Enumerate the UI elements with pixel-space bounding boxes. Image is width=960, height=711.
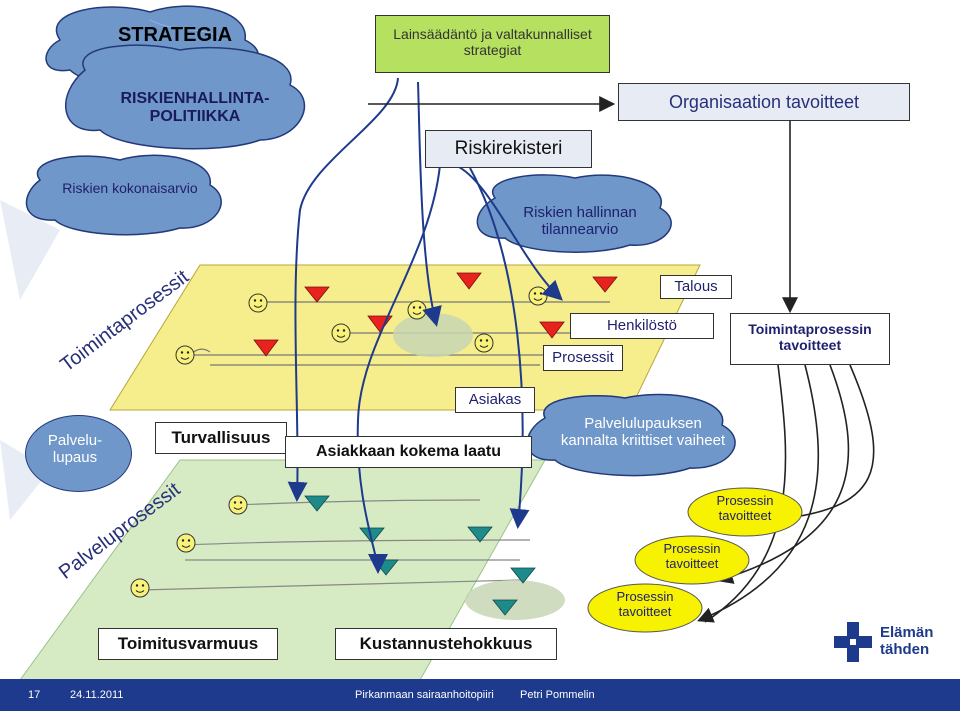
henkilosto-box: Henkilöstö [570,313,714,339]
smiley-icon [176,533,196,553]
teal-triangles [304,495,536,616]
organisaation-tavoitteet-box: Organisaation tavoitteet [618,83,910,121]
smiley-icon [130,578,150,598]
critical-triangle-icon [359,527,385,544]
prosessit-box: Prosessit [543,345,623,371]
smiley-icon [528,286,548,306]
prosessin-tavoitteet-label: Prosessin tavoitteet [716,493,774,523]
smiley-icon [331,323,351,343]
politiikka-label: RISKIENHALLINTA-POLITIIKKA [120,90,270,126]
kriittiset-cloud [526,393,736,477]
prosessin-tavoitteet-ellipse [634,535,750,585]
tilannearvio-cloud [476,174,672,253]
turvallisuus-box: Turvallisuus [155,422,287,454]
asiakas-box: Asiakas [455,387,535,413]
risk-triangle-icon [539,321,565,339]
risk-triangle-icon [592,276,618,293]
palvelulupaus-label: Palvelu-lupaus [47,432,103,467]
kriittiset-vaiheet-label: Palvelulupauksen kannalta kriittiset vai… [560,415,726,450]
riskirekisteri-box: Riskirekisteri [425,130,592,168]
risk-triangle-icon [304,286,330,303]
footer-organization: Pirkanmaan sairaanhoitopiiri [355,689,494,701]
kokonaisarvio-cloud [25,154,222,236]
footer-bar: 17 24.11.2011 Pirkanmaan sairaanhoitopii… [0,679,960,711]
background-watermark [0,200,60,300]
lainsaadanto-box: Lainsäädäntö ja valtakunnalliset strateg… [375,15,610,73]
logo-line1: Elämän [880,624,934,641]
smiley-icon [407,300,427,320]
palvelulupaus-ellipse [25,415,132,492]
highlight-ellipse [393,313,473,357]
prosessin-tavoitteet-ellipse [687,487,803,537]
kustannustehokkuus-box: Kustannustehokkuus [335,628,557,660]
strategia-label: STRATEGIA [117,24,233,46]
critical-triangle-icon [304,495,330,512]
critical-triangle-icon [510,567,536,584]
smiley-icon [175,345,195,365]
riskien-kokonaisarvio-label: Riskien kokonaisarvio [62,180,198,196]
page-number: 17 [28,689,41,701]
smiley-icon [228,495,248,515]
elaman-tahden-logo: Elämän tähden [832,618,952,668]
riskien-hallinnan-tilannearvio-label: Riskien hallinnan tilannearvio [523,204,637,239]
risk-triangle-icon [253,339,279,357]
lower-process-lines [139,499,531,591]
logo-line2: tähden [880,641,930,658]
smiley-icon [248,293,268,313]
clouds [25,5,736,477]
talous-box: Talous [660,275,732,299]
smiley-icon [474,333,494,353]
cross-logo-icon [834,622,872,662]
risk-triangle-icon [456,272,482,290]
toimitusvarmuus-box: Toimitusvarmuus [98,628,278,660]
background-watermark [0,440,50,520]
prosessin-tavoitteet-ellipse [587,583,703,633]
prosessin-tavoitteet-label: Prosessin tavoitteet [616,589,674,619]
asiakkaan-kokema-laatu-box: Asiakkaan kokema laatu [285,436,532,468]
footer-author: Petri Pommelin [520,689,595,701]
toimintaprosessin-tavoitteet-box: Toimintaprosessin tavoitteet [730,313,890,365]
cloud-highlight [149,19,221,41]
critical-triangle-icon [467,526,493,543]
flow-arrows [368,96,875,623]
politiikka-cloud [65,44,306,150]
footer-date: 24.11.2011 [70,689,124,701]
critical-triangle-icon [492,599,518,616]
strategy-arrows [287,77,563,574]
prosessin-tavoitteet-label: Prosessin tavoitteet [663,541,721,571]
